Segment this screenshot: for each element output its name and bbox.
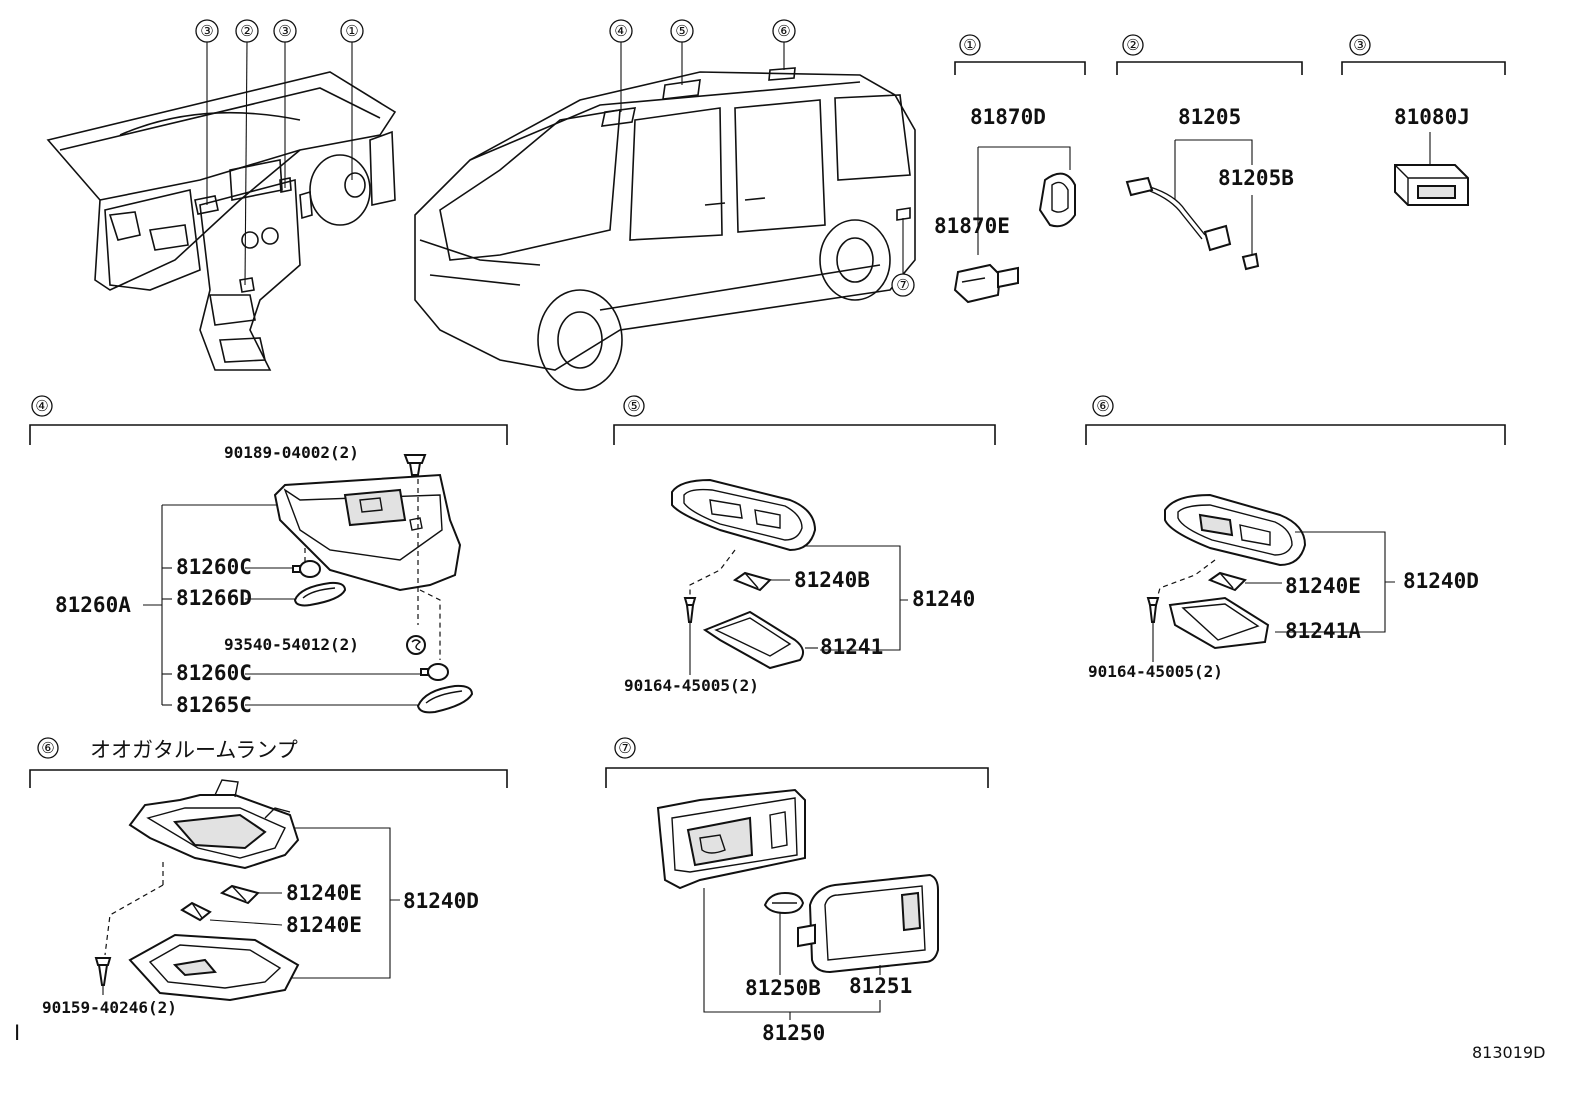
svg-text:⑤: ⑤ — [675, 22, 688, 40]
room-lamp-housing-81240D-b — [128, 779, 300, 870]
svg-text:④: ④ — [35, 397, 48, 415]
screw-90159 — [94, 957, 112, 986]
svg-text:⑤: ⑤ — [627, 397, 640, 415]
callout-1-dash: ① — [340, 19, 364, 180]
label-81265C: 81265C — [176, 693, 252, 717]
label-81870E: 81870E — [934, 214, 1010, 238]
label-81240E-a: 81240E — [1285, 574, 1361, 598]
callout-6-van: ⑥ — [772, 19, 796, 70]
label-81250: 81250 — [762, 1021, 825, 1045]
callout-4-van: ④ — [609, 19, 633, 112]
label-81260C-b: 81260C — [176, 661, 252, 685]
lens-81241 — [702, 610, 805, 670]
section-4: ④ 90189-04002(2) 81260A 81260C 81266D 93… — [29, 395, 508, 717]
label-81241: 81241 — [820, 635, 883, 659]
lens-81266D — [293, 581, 347, 607]
bulb-81240E-a — [1207, 571, 1247, 592]
callout-2-left: ② — [235, 19, 259, 286]
cover-part — [1038, 172, 1076, 228]
section-3: ③ 81080J — [1341, 34, 1506, 206]
section-6-title: オオガタルームランプ — [90, 738, 298, 762]
section-7: ⑦ 81250B 81251 81250 — [605, 737, 989, 1045]
label-90164-45005-a: 90164-45005(2) — [624, 676, 759, 695]
lens-81251 — [797, 873, 939, 974]
svg-text:②: ② — [240, 22, 253, 40]
harness-part — [1125, 176, 1260, 271]
door-courtesy-lamp-housing-81250 — [656, 788, 806, 890]
dashboard-illustration — [46, 71, 397, 371]
svg-text:⑥: ⑥ — [1096, 397, 1109, 415]
svg-text:⑥: ⑥ — [41, 739, 54, 757]
bulb-81240E-c — [180, 901, 212, 922]
bulb-81260C-a — [292, 560, 321, 578]
room-lamp-assembly-81260A — [273, 473, 462, 592]
label-81251: 81251 — [849, 974, 912, 998]
svg-text:②: ② — [1126, 36, 1139, 54]
label-81240B: 81240B — [794, 568, 870, 592]
top-callouts: ③ ② ③ ① ④ ⑤ ⑥ ⑦ — [195, 19, 915, 297]
label-81240D-b: 81240D — [403, 889, 479, 913]
section-2: ② 81205 81205B — [1116, 34, 1303, 271]
section-5: ⑤ 81240 81240B 81241 90164-45005(2) — [613, 395, 996, 695]
callout-7-van: ⑦ — [891, 218, 915, 297]
svg-text:③: ③ — [278, 22, 291, 40]
label-81266D: 81266D — [176, 586, 252, 610]
section-1: ① 81870D 81870E — [934, 34, 1086, 304]
switch-part — [953, 263, 1019, 304]
lens-81241A — [1168, 596, 1270, 650]
screw-90189 — [403, 454, 427, 476]
room-lamp-housing-81240D-a — [1164, 493, 1307, 567]
label-81205: 81205 — [1178, 105, 1241, 129]
label-81241A: 81241A — [1285, 619, 1361, 643]
callout-3-right: ③ — [273, 19, 297, 188]
lamp-switch-part — [1394, 164, 1469, 206]
label-81205B: 81205B — [1218, 166, 1294, 190]
lens-81265C — [416, 684, 474, 714]
label-81260A: 81260A — [55, 593, 131, 617]
svg-text:⑥: ⑥ — [777, 22, 790, 40]
label-90164-45005-b: 90164-45005(2) — [1088, 662, 1223, 681]
label-81870D: 81870D — [970, 105, 1046, 129]
svg-text:①: ① — [345, 22, 358, 40]
label-81260C-a: 81260C — [176, 555, 252, 579]
label-90159-40246: 90159-40246(2) — [42, 998, 177, 1017]
bulb-81250B — [763, 891, 805, 915]
bulb-81260C-b — [420, 663, 449, 681]
bulb-81240E-b — [219, 884, 260, 905]
svg-text:③: ③ — [1353, 36, 1366, 54]
callout-5-van: ⑤ — [670, 19, 694, 85]
figure-code: 813019D — [1472, 1043, 1545, 1062]
label-81250B: 81250B — [745, 976, 821, 1000]
label-93540-54012: 93540-54012(2) — [224, 635, 359, 654]
callout-3-left: ③ — [195, 19, 219, 205]
svg-text:⑦: ⑦ — [618, 739, 631, 757]
section-6-right: ⑥ 81240D 81240E 81241A 90164-45005(2) — [1085, 395, 1506, 681]
van-illustration — [414, 67, 916, 391]
room-lamp-housing-81240 — [671, 478, 817, 552]
bulb-81240B — [732, 571, 772, 592]
label-81080J: 81080J — [1394, 105, 1470, 129]
screw-90164-a — [683, 597, 697, 623]
label-90189-04002: 90189-04002(2) — [224, 443, 359, 462]
cursor-mark: I — [14, 1021, 20, 1045]
screw-90164-b — [1146, 597, 1160, 623]
section-6-large-room-lamp: ⑥ オオガタルームランプ 81240D 81240E 81240E 90159-… — [29, 737, 508, 1017]
svg-text:⑦: ⑦ — [896, 276, 909, 294]
clip-93540 — [406, 635, 426, 655]
callout-num: ③ — [200, 22, 213, 40]
label-81240: 81240 — [912, 587, 975, 611]
svg-text:①: ① — [963, 36, 976, 54]
svg-text:④: ④ — [614, 22, 627, 40]
lens-room-lamp — [128, 933, 300, 1002]
label-81240E-b: 81240E — [286, 881, 362, 905]
label-81240D-a: 81240D — [1403, 569, 1479, 593]
label-81240E-c: 81240E — [286, 913, 362, 937]
